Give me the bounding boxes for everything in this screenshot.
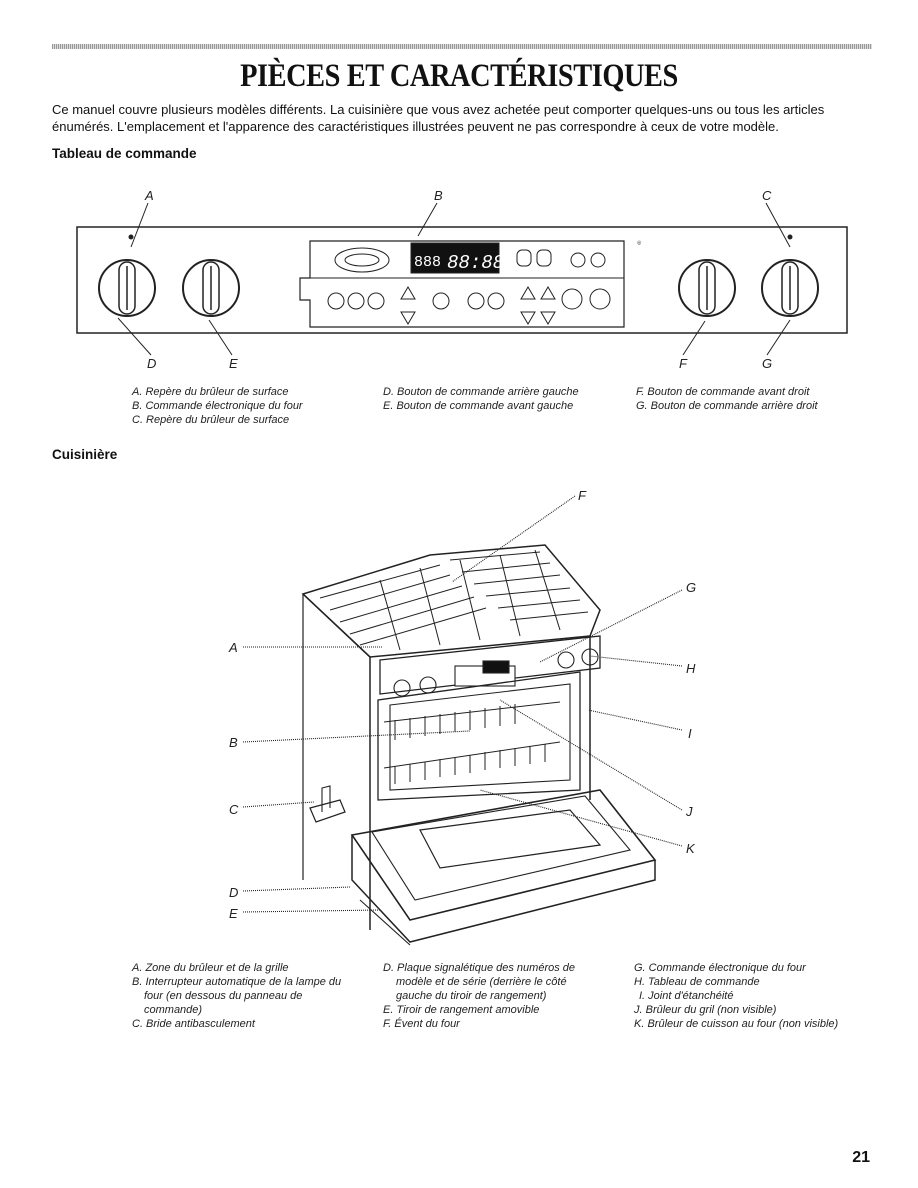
callout-D: D <box>229 885 239 900</box>
caption: F. Évent du four <box>383 1018 460 1030</box>
control-caption-col2: D. Bouton de commande arrière gauche E. … <box>383 385 579 413</box>
callout-G: G <box>762 356 773 371</box>
caption: H. Tableau de commande <box>634 976 760 988</box>
callout-E: E <box>229 906 238 921</box>
callout-B: B <box>434 188 443 203</box>
knob-front-left <box>182 259 240 317</box>
caption: K. Brûleur de cuisson au four (non visib… <box>634 1018 839 1030</box>
section-heading-control-panel: Tableau de commande <box>52 146 197 161</box>
callout-C: C <box>762 188 772 203</box>
caption: D. Bouton de commande arrière gauche <box>383 386 579 398</box>
page-title: PIÈCES ET CARACTÉRISTIQUES <box>240 58 678 94</box>
caption: G. Commande électronique du four <box>634 962 806 974</box>
range-caption-col1: A. Zone du brûleur et de la grille B. In… <box>132 961 341 1031</box>
caption: J. Brûleur du gril (non visible) <box>634 1004 777 1016</box>
callout-C: C <box>229 802 239 817</box>
caption: G. Bouton de commande arrière droit <box>636 400 818 412</box>
callout-A: A <box>145 188 154 203</box>
page-number: 21 <box>852 1149 870 1166</box>
knob-front-right <box>678 259 736 317</box>
control-caption-col3: F. Bouton de commande avant droit G. Bou… <box>636 385 818 413</box>
control-panel-outline <box>76 226 848 334</box>
caption: gauche du tiroir de rangement) <box>396 990 547 1002</box>
callout-E: E <box>229 356 238 371</box>
caption: four (en dessous du panneau de <box>144 990 303 1002</box>
callout-J: J <box>686 804 693 819</box>
callout-H: H <box>686 661 696 676</box>
callout-D: D <box>147 356 157 371</box>
caption: I. Joint d'étanchéité <box>639 990 734 1002</box>
knob-rear-right <box>761 234 819 317</box>
caption: C. Repère du brûleur de surface <box>132 414 290 426</box>
caption: A. Repère du brûleur de surface <box>132 386 289 398</box>
section-heading-range: Cuisinière <box>52 447 118 462</box>
top-rule <box>52 44 872 49</box>
caption: commande) <box>144 1004 203 1016</box>
caption: B. Commande électronique du four <box>132 400 303 412</box>
caption: F. Bouton de commande avant droit <box>636 386 810 398</box>
callout-I: I <box>688 726 692 741</box>
callout-F: F <box>578 488 586 503</box>
electronic-oven-control <box>299 240 625 328</box>
display-right-digits: 88:88 <box>447 252 504 274</box>
caption: A. Zone du brûleur et de la grille <box>132 962 289 974</box>
system-label: ◎ <box>637 240 642 246</box>
caption: D. Plaque signalétique des numéros de <box>383 962 576 974</box>
caption: B. Interrupteur automatique de la lampe … <box>132 976 342 988</box>
callout-K: K <box>686 841 695 856</box>
control-caption-col1: A. Repère du brûleur de surface B. Comma… <box>132 385 303 427</box>
intro-paragraph: Ce manuel couvre plusieurs modèles diffé… <box>52 102 825 134</box>
callout-G: G <box>686 580 697 595</box>
callout-F: F <box>679 356 687 371</box>
caption: C. Bride antibasculement <box>132 1018 255 1030</box>
knob-rear-left <box>98 234 156 317</box>
caption: E. Bouton de commande avant gauche <box>383 400 574 412</box>
caption: E. Tiroir de rangement amovible <box>383 1004 540 1016</box>
range-caption-col3: G. Commande électronique du four H. Tabl… <box>634 961 838 1031</box>
caption: modèle et de série (derrière le côté <box>396 976 567 988</box>
display-left-digits: 888 <box>414 254 441 271</box>
callout-A: A <box>229 640 238 655</box>
range-caption-col2: D. Plaque signalétique des numéros de mo… <box>383 961 575 1031</box>
callout-B: B <box>229 735 238 750</box>
